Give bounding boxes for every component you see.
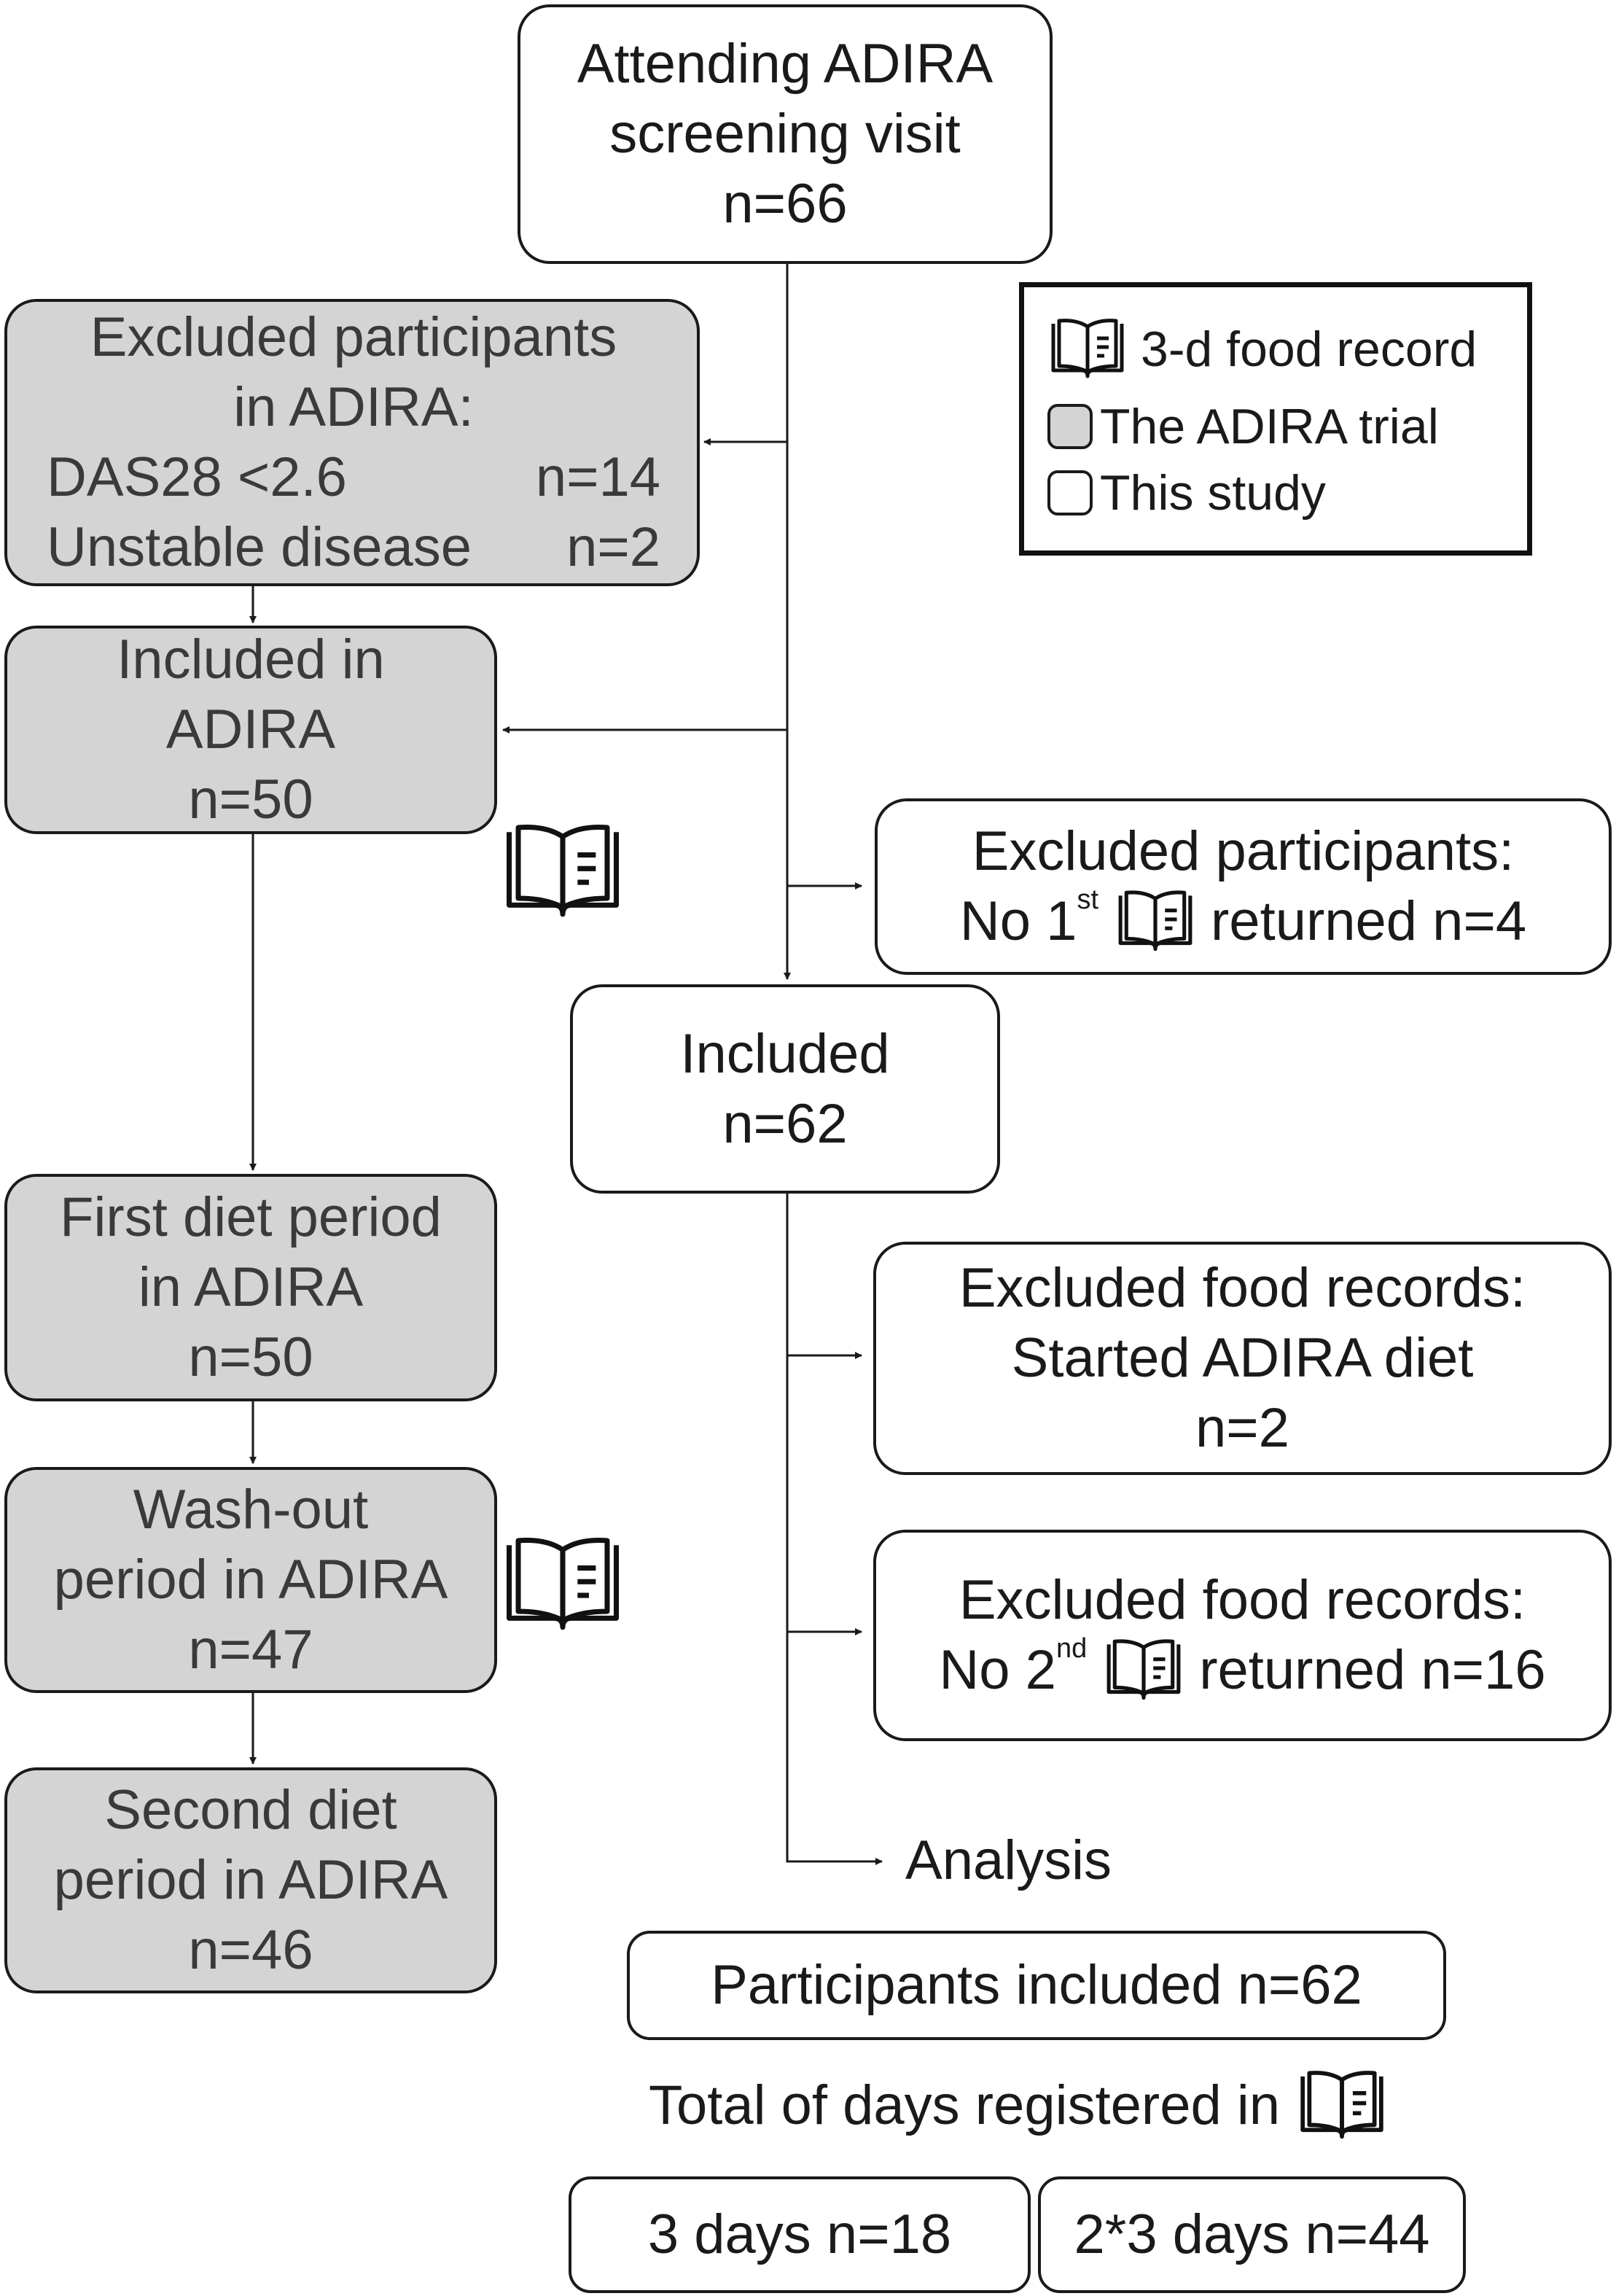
second-diet-line-2: period in ADIRA: [53, 1849, 448, 1911]
white-swatch-icon: [1047, 470, 1093, 515]
open-book-icon: [1047, 318, 1128, 381]
first-diet-line-1: First diet period: [60, 1186, 442, 1248]
included-adira-line-1: Included in: [117, 629, 385, 690]
first-diet-box: First diet period in ADIRA n=50: [4, 1174, 497, 1401]
total-days-text: Total of days registered in: [649, 2074, 1281, 2136]
participants-included-box: Participants included n=62: [627, 1931, 1446, 2040]
excluded-started-diet-box: Excluded food records: Started ADIRA die…: [873, 1242, 1612, 1475]
excluded-suffix: returned n=16: [1199, 1639, 1546, 1701]
screening-line-2: screening visit: [609, 103, 961, 165]
open-book-icon: [1103, 1638, 1184, 1702]
excluded-started-count: n=2: [1195, 1397, 1289, 1459]
open-book-icon: [500, 822, 625, 922]
arrow-to-analysis: [786, 1194, 883, 1865]
six-days-box: 2*3 days n=44: [1038, 2176, 1466, 2293]
legend-food-record: 3-d food record: [1047, 318, 1477, 381]
legend-this-study: This study: [1047, 464, 1326, 521]
included-box: Included n=62: [570, 984, 1000, 1194]
analysis-label: Analysis: [905, 1829, 1112, 1891]
exclusion-count: n=14: [535, 446, 660, 508]
second-diet-box: Second diet period in ADIRA n=46: [4, 1767, 497, 1993]
screening-line-1: Attending ADIRA: [577, 33, 994, 95]
excluded-started-title: Excluded food records:: [959, 1257, 1526, 1319]
open-book-icon: [1296, 2069, 1388, 2142]
participants-included-text: Participants included n=62: [711, 1954, 1362, 2016]
included-adira-count: n=50: [188, 768, 313, 830]
total-days-row: Total of days registered in: [649, 2069, 1459, 2142]
exclusion-label: Unstable disease: [47, 516, 472, 578]
included-line-1: Included: [680, 1022, 890, 1085]
legend-adira-trial: The ADIRA trial: [1047, 398, 1439, 455]
three-days-box: 3 days n=18: [569, 2176, 1031, 2293]
screening-count: n=66: [722, 173, 848, 235]
exclusion-row-das28: DAS28 <2.6 n=14: [47, 443, 660, 513]
included-adira-box: Included in ADIRA n=50: [4, 626, 497, 834]
washout-count: n=47: [188, 1619, 313, 1681]
excluded-prefix: No 1: [959, 890, 1077, 952]
excluded-adira-title-2: in ADIRA:: [233, 376, 474, 438]
open-book-icon: [1115, 890, 1196, 954]
washout-line-1: Wash-out: [133, 1479, 369, 1541]
washout-box: Wash-out period in ADIRA n=47: [4, 1467, 497, 1693]
excluded-prefix: No 2: [939, 1639, 1056, 1701]
first-diet-line-2: in ADIRA: [138, 1256, 364, 1318]
legend-adira-trial-label: The ADIRA trial: [1100, 399, 1439, 454]
excluded-adira-box: Excluded participants in ADIRA: DAS28 <2…: [4, 299, 700, 586]
excluded-participants-title: Excluded participants:: [972, 820, 1515, 882]
gray-swatch-icon: [1047, 404, 1093, 449]
excluded-adira-title-1: Excluded participants: [90, 306, 617, 368]
included-adira-line-2: ADIRA: [165, 698, 336, 760]
exclusion-count: n=2: [566, 516, 660, 578]
exclusion-row-unstable: Unstable disease n=2: [47, 513, 660, 583]
excluded-no2nd-title: Excluded food records:: [959, 1569, 1526, 1631]
second-diet-line-1: Second diet: [104, 1779, 397, 1841]
legend-this-study-label: This study: [1100, 465, 1326, 521]
excluded-started-reason: Started ADIRA diet: [1011, 1327, 1474, 1389]
screening-visit-box: Attending ADIRA screening visit n=66: [518, 4, 1053, 264]
excluded-suffix: returned n=4: [1211, 890, 1527, 952]
six-days-text: 2*3 days n=44: [1074, 2203, 1430, 2265]
three-days-text: 3 days n=18: [647, 2203, 952, 2265]
legend-food-record-label: 3-d food record: [1141, 322, 1478, 377]
washout-line-2: period in ADIRA: [53, 1549, 448, 1611]
second-diet-count: n=46: [188, 1919, 313, 1981]
first-diet-count: n=50: [188, 1326, 313, 1388]
exclusion-label: DAS28 <2.6: [47, 446, 347, 508]
legend: 3-d food record The ADIRA trial This stu…: [1019, 282, 1532, 556]
included-count: n=62: [722, 1092, 848, 1155]
open-book-icon: [500, 1536, 625, 1635]
